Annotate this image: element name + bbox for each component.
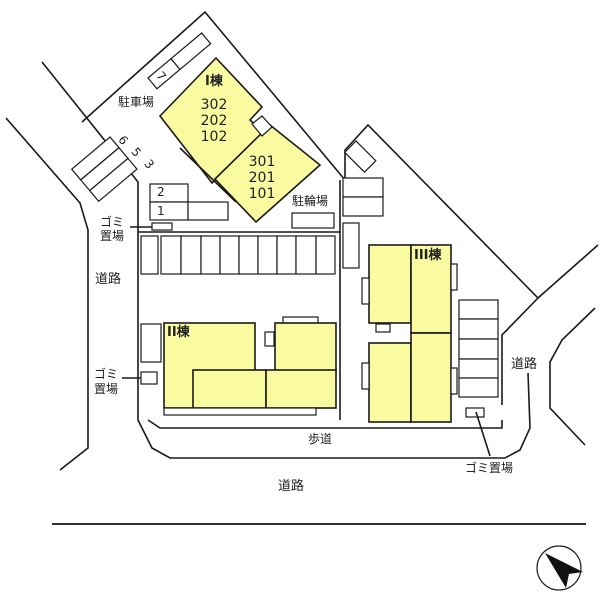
unit-102: 102 [200,129,228,145]
garbage-3-label: ゴミ置場 [465,461,514,475]
unit-201: 201 [248,170,276,186]
parking-slots-6-5-3[interactable] [70,136,138,203]
road-south-label: 道路 [278,479,305,494]
parking-slot-east-1[interactable] [342,177,384,198]
lot-boundary-east-inner [501,297,539,405]
parking-row-central[interactable] [140,235,336,275]
road-east-label: 道路 [511,357,538,372]
lot-boundary-east [344,123,599,300]
garbage-1-label-line1: ゴミ [100,215,125,229]
garbage-1-label-line2: 置場 [100,229,125,243]
parking-slot-east-2[interactable] [342,196,384,217]
parking-slot-2[interactable] [149,183,189,203]
parking-slot-1-extension [187,201,229,221]
garbage-area-1 [151,222,173,231]
garbage-area-3 [465,407,485,418]
parking-row-east[interactable] [458,299,499,398]
garbage-leader-3 [475,411,491,457]
west-road-edge [5,117,89,471]
parking-slot-2-label: 2 [157,185,165,199]
walkway-building-1 [179,147,237,203]
building-3-label: III棟 [414,248,442,263]
lot-boundary-north [81,10,346,181]
terrace-building-2 [163,407,317,416]
storage-east-diagonal [343,140,377,173]
site-boundary-west-south [41,61,531,459]
east-road-edge [549,307,596,446]
stairs-building-1 [251,115,273,137]
sidewalk-label: 歩道 [308,432,333,446]
parking-slot-1-label: 1 [157,204,165,218]
bicycle-parking[interactable] [291,212,335,229]
garbage-2-label-line1: ゴミ [94,367,119,381]
unit-301: 301 [248,154,276,170]
building-1-label: I棟 [205,74,223,89]
building-3[interactable] [361,244,458,423]
bicycle-parking-label: 駐輪場 [292,194,329,208]
unit-101: 101 [248,186,276,202]
building-1-units-upper: 302 202 102 [197,97,231,145]
parking-slot-7[interactable] [147,32,212,90]
storage-east [342,222,360,269]
building-2[interactable] [140,316,337,416]
garbage-area-2 [140,371,158,385]
road-west-label: 道路 [95,272,122,287]
stairs-building-3 [375,323,391,333]
north-arrow-icon [536,545,583,591]
building-2-label: II棟 [167,325,190,340]
building-1[interactable] [158,56,322,224]
building-1-units-lower: 301 201 101 [245,154,279,202]
unit-202: 202 [200,113,228,129]
sidewalk-inner-edge [147,419,503,429]
unit-302: 302 [200,97,228,113]
stairs-building-2 [264,331,275,347]
garbage-2-label-line2: 置場 [94,382,119,396]
parking-slot-1[interactable] [149,201,189,221]
parking-label: 駐車場 [118,95,155,109]
storage-building-2 [140,323,162,363]
